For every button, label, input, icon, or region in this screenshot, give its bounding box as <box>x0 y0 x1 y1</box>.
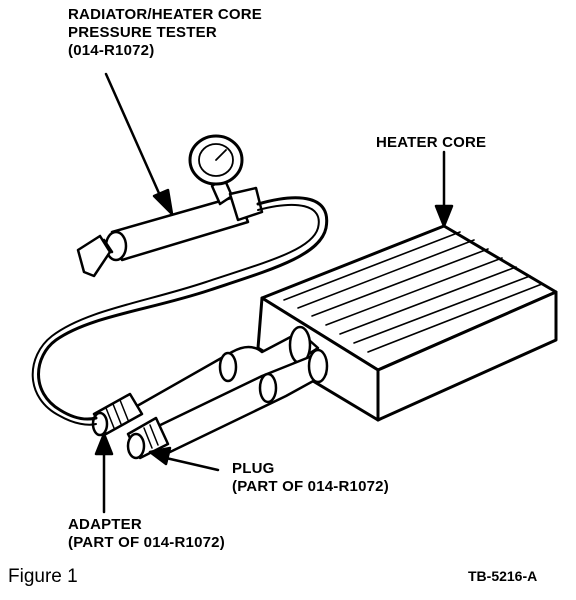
plug-label: PLUG (PART OF 014-R1072) <box>232 460 389 496</box>
figure-code: TB-5216-A <box>468 568 538 584</box>
hose-and-plug-drawing <box>91 325 329 460</box>
adapter-label-line2: (PART OF 014-R1072) <box>68 534 225 551</box>
heater-core-label: HEATER CORE <box>376 134 487 151</box>
tester-label-line1: RADIATOR/HEATER CORE <box>68 6 263 23</box>
leader-arrows <box>94 72 454 514</box>
figure-caption: Figure 1 <box>8 566 78 587</box>
adapter-label-line1: ADAPTER <box>68 516 142 533</box>
plug-label-line1: PLUG <box>232 460 275 477</box>
tester-label-line2: PRESSURE TESTER <box>68 24 217 41</box>
pressure-tester-drawing <box>76 134 264 278</box>
tester-label: RADIATOR/HEATER CORE PRESSURE TESTER (01… <box>68 6 262 60</box>
adapter-label: ADAPTER (PART OF 014-R1072) <box>68 516 225 552</box>
plug-label-line2: (PART OF 014-R1072) <box>232 478 389 495</box>
tester-hose <box>37 196 329 421</box>
tester-label-line3: (014-R1072) <box>68 42 155 59</box>
